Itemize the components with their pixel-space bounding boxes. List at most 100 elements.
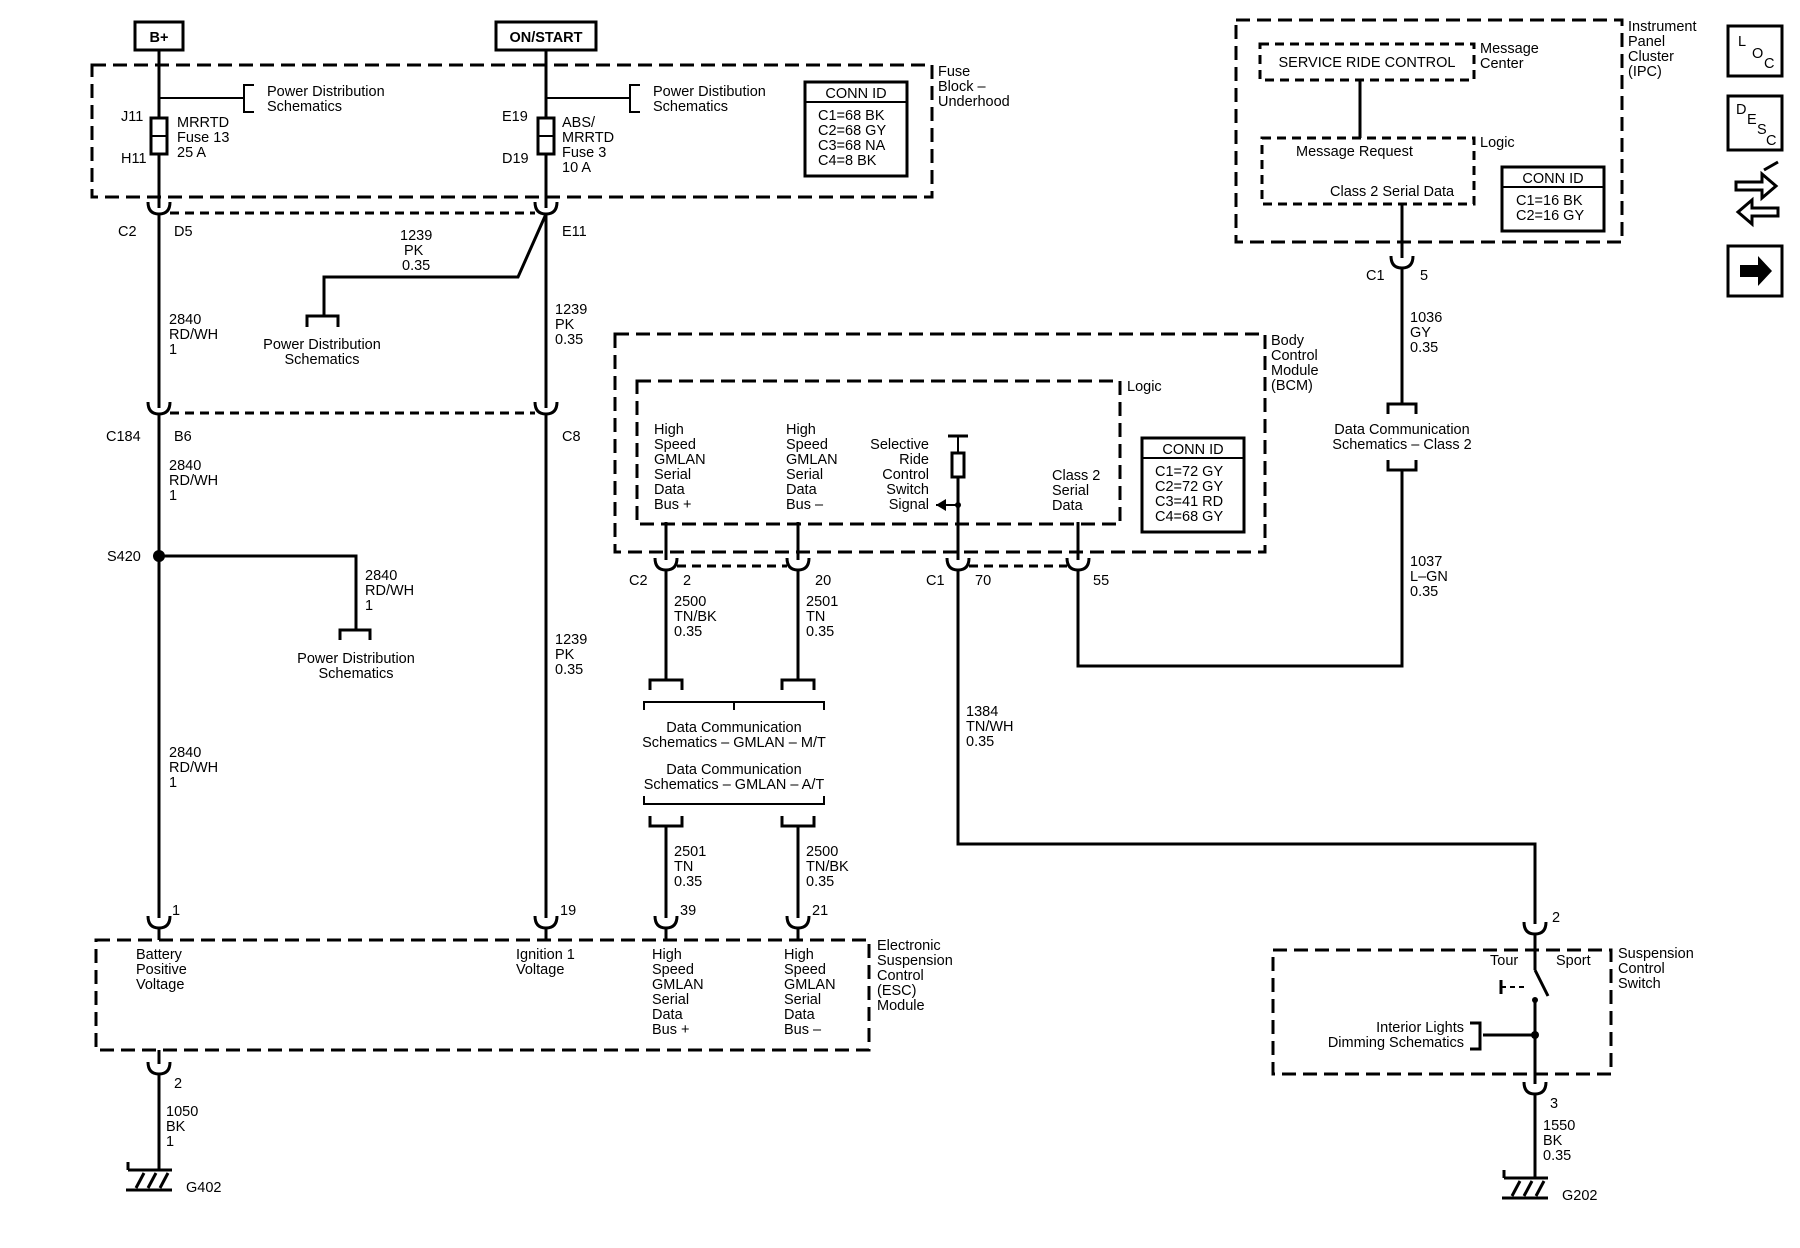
esc-boundary (94, 938, 871, 1052)
svg-text:Instrument: Instrument (1628, 19, 1697, 35)
loc-icon[interactable]: L O C (1726, 24, 1784, 78)
svg-text:(BCM): (BCM) (1271, 378, 1313, 394)
svg-text:0.35: 0.35 (966, 734, 994, 750)
svg-text:Speed: Speed (654, 437, 696, 453)
svg-text:0.35: 0.35 (806, 624, 834, 640)
switch-pin-3: 3 (1550, 1096, 1558, 1112)
pd-left-label: Power Distribution Schematics (267, 84, 385, 115)
ground-g402 (124, 1160, 174, 1192)
svg-text:Control: Control (1271, 348, 1318, 364)
svg-text:Control: Control (1618, 961, 1665, 977)
pd-right-label: Power Distibution Schematics (653, 84, 766, 115)
svg-text:PK: PK (404, 243, 424, 259)
svg-text:2840: 2840 (365, 568, 397, 584)
esc-pin-19: 19 (560, 903, 576, 919)
svg-text:1239: 1239 (400, 228, 432, 244)
svg-text:0.35: 0.35 (1410, 584, 1438, 600)
svg-text:TN/BK: TN/BK (806, 859, 849, 875)
ipc-logic-label: Logic (1480, 135, 1515, 151)
svg-text:CONN ID: CONN ID (1522, 171, 1583, 187)
pin-j11: J11 (121, 109, 143, 125)
esc-pin-2: 2 (174, 1076, 182, 1092)
svg-text:2840: 2840 (169, 458, 201, 474)
switch-sport-label: Sport (1556, 953, 1591, 969)
splice-s420-label: S420 (107, 549, 141, 565)
gmlan-at-label: Data Communication Schematics – GMLAN – … (644, 762, 825, 793)
switch-contact[interactable] (1533, 969, 1550, 997)
wire-2840-c (159, 554, 358, 630)
class2-dc-label: Data Communication Schematics – Class 2 (1332, 422, 1471, 453)
svg-text:GMLAN: GMLAN (652, 977, 704, 993)
svg-text:Serial: Serial (652, 992, 689, 1008)
wire-2501-a-label: 2501 TN 0.35 (806, 594, 838, 640)
svg-text:C1=16 BK: C1=16 BK (1516, 193, 1583, 209)
wire-1239-top-label: 1239 PK 0.35 (400, 228, 432, 274)
wire-1384-label: 1384 TN/WH 0.35 (966, 704, 1014, 750)
pd-s420-label: Power Distribution Schematics (297, 651, 415, 682)
wire-1037 (1076, 470, 1404, 668)
svg-text:Ride: Ride (899, 452, 929, 468)
svg-text:Control: Control (882, 467, 929, 483)
svg-text:Panel: Panel (1628, 34, 1665, 50)
bcm-pullup-resistor (950, 451, 966, 479)
bcm-boundary (613, 332, 1267, 554)
svg-text:Body: Body (1271, 333, 1305, 349)
arrow-right-icon[interactable] (1726, 244, 1784, 298)
svg-text:Speed: Speed (784, 962, 826, 978)
desc-icon[interactable]: D E S C (1726, 94, 1784, 152)
svg-text:1: 1 (169, 342, 177, 358)
conn-d5: D5 (174, 224, 193, 240)
svg-text:Power Distribution: Power Distribution (263, 337, 381, 353)
svg-text:1239: 1239 (555, 632, 587, 648)
svg-text:TN/WH: TN/WH (966, 719, 1014, 735)
gmlan-mt-label: Data Communication Schematics – GMLAN – … (642, 720, 826, 751)
svg-text:E: E (1747, 112, 1757, 128)
connector-icon[interactable] (1734, 160, 1780, 228)
svg-text:0.35: 0.35 (555, 662, 583, 678)
svg-text:Schematics: Schematics (285, 352, 360, 368)
svg-text:GMLAN: GMLAN (654, 452, 706, 468)
fuse-block-title: Fuse Block – Underhood (938, 64, 1010, 110)
svg-text:Data: Data (1052, 498, 1084, 514)
bcm-hs-plus-label: High Speed GMLAN Serial Data Bus + (654, 422, 706, 513)
svg-text:Suspension: Suspension (1618, 946, 1694, 962)
svg-text:Control: Control (877, 968, 924, 984)
wire-1036-label: 1036 GY 0.35 (1410, 310, 1442, 356)
svg-text:C1=72 GY: C1=72 GY (1155, 464, 1223, 480)
fuse-block-conn-id: CONN ID C1=68 BK C2=68 GY C3=68 NA C4=8 … (803, 80, 909, 178)
bcm-hs-minus-label: High Speed GMLAN Serial Data Bus – (786, 422, 838, 513)
svg-text:BK: BK (166, 1119, 186, 1135)
bcm-pin-20: 20 (815, 573, 831, 589)
fuse13-label: MRRTD Fuse 13 25 A (177, 115, 229, 161)
svg-text:Speed: Speed (786, 437, 828, 453)
wire-1239-b-label: 1239 PK 0.35 (555, 302, 587, 348)
svg-text:0.35: 0.35 (555, 332, 583, 348)
wire-2840-c-label: 2840 RD/WH 1 (365, 568, 414, 614)
svg-text:Power Distribution: Power Distribution (297, 651, 415, 667)
conn-e11: E11 (562, 224, 587, 240)
svg-text:Bus +: Bus + (654, 497, 691, 513)
svg-text:10 A: 10 A (562, 160, 591, 176)
ground-g202 (1500, 1168, 1550, 1200)
svg-text:1384: 1384 (966, 704, 998, 720)
svg-text:Schematics: Schematics (267, 99, 342, 115)
svg-text:Module: Module (877, 998, 925, 1014)
svg-text:Center: Center (1480, 56, 1524, 72)
svg-text:O: O (1752, 46, 1763, 62)
svg-text:Fuse 13: Fuse 13 (177, 130, 229, 146)
svg-text:2840: 2840 (169, 745, 201, 761)
svg-text:C4=8 BK: C4=8 BK (818, 153, 877, 169)
svg-text:GMLAN: GMLAN (786, 452, 838, 468)
svg-text:CONN ID: CONN ID (825, 86, 886, 102)
svg-text:C2=16 GY: C2=16 GY (1516, 208, 1584, 224)
svg-text:Selective: Selective (870, 437, 929, 453)
ipc-title: Instrument Panel Cluster (IPC) (1628, 19, 1697, 80)
svg-text:Ignition 1: Ignition 1 (516, 947, 575, 963)
svg-text:2840: 2840 (169, 312, 201, 328)
fuse-block-boundary (90, 63, 934, 199)
svg-text:2501: 2501 (674, 844, 706, 860)
svg-text:Data Communication: Data Communication (666, 762, 801, 778)
svg-text:D: D (1736, 102, 1746, 118)
bcm-title: Body Control Module (BCM) (1271, 333, 1319, 394)
svg-text:2501: 2501 (806, 594, 838, 610)
